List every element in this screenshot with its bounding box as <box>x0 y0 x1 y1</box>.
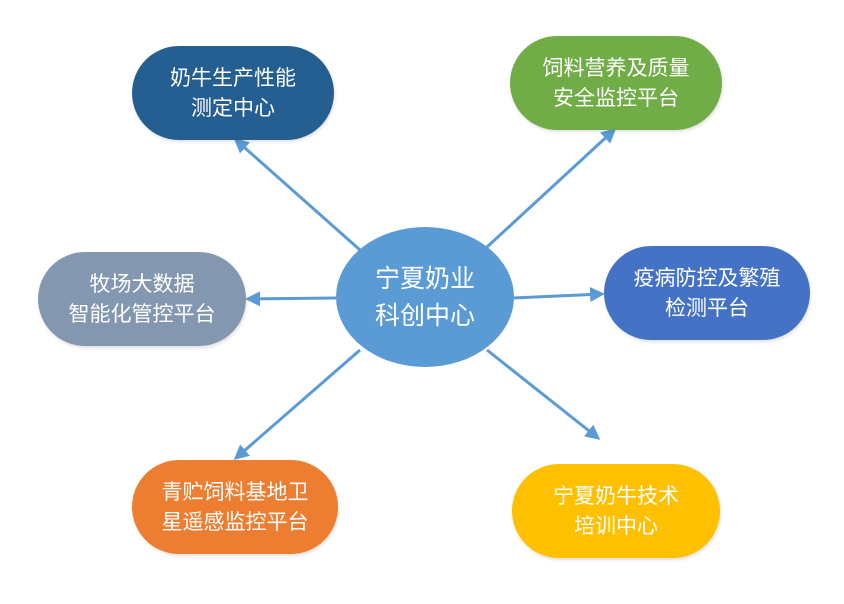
node-satellite: 青贮饲料基地卫 星遥感监控平台 <box>132 460 338 554</box>
node-feed-safety-line-2: 安全监控平台 <box>553 86 679 110</box>
center-line-2: 科创中心 <box>374 301 475 330</box>
node-big-data: 牧场大数据 智能化管控平台 <box>38 252 246 346</box>
node-big-data-line-2: 智能化管控平台 <box>68 302 216 326</box>
node-feed-safety-line-1: 饲料营养及质量 <box>542 55 690 80</box>
node-training-line-1: 宁夏奶牛技术 <box>553 483 679 508</box>
node-training-line-2: 培训中心 <box>574 514 658 538</box>
arrow-to-dairy-performance <box>233 138 361 252</box>
node-disease-control: 疫病防控及繁殖 检测平台 <box>604 246 810 340</box>
arrow-to-feed-safety <box>485 127 617 249</box>
arrow-to-satellite <box>233 348 361 460</box>
node-dairy-performance-line-2: 测定中心 <box>191 96 275 120</box>
arrow-to-big-data <box>245 291 337 307</box>
center-line-1: 宁夏奶业 <box>374 263 475 293</box>
node-disease-control-line-1: 疫病防控及繁殖 <box>633 265 781 290</box>
arrow-to-training <box>486 348 601 440</box>
node-satellite-line-2: 星遥感监控平台 <box>161 510 309 534</box>
node-dairy-performance: 奶牛生产性能 测定中心 <box>132 46 334 140</box>
node-big-data-line-1: 牧场大数据 <box>89 271 195 296</box>
node-feed-safety: 饲料营养及质量 安全监控平台 <box>510 36 722 130</box>
node-disease-control-line-2: 检测平台 <box>665 296 749 320</box>
center-node: 宁夏奶业 科创中心 <box>336 227 514 367</box>
node-training: 宁夏奶牛技术 培训中心 <box>512 464 720 558</box>
arrow-to-disease-control <box>512 287 605 303</box>
node-dairy-performance-line-1: 奶牛生产性能 <box>170 65 296 90</box>
node-satellite-line-1: 青贮饲料基地卫 <box>161 479 309 504</box>
